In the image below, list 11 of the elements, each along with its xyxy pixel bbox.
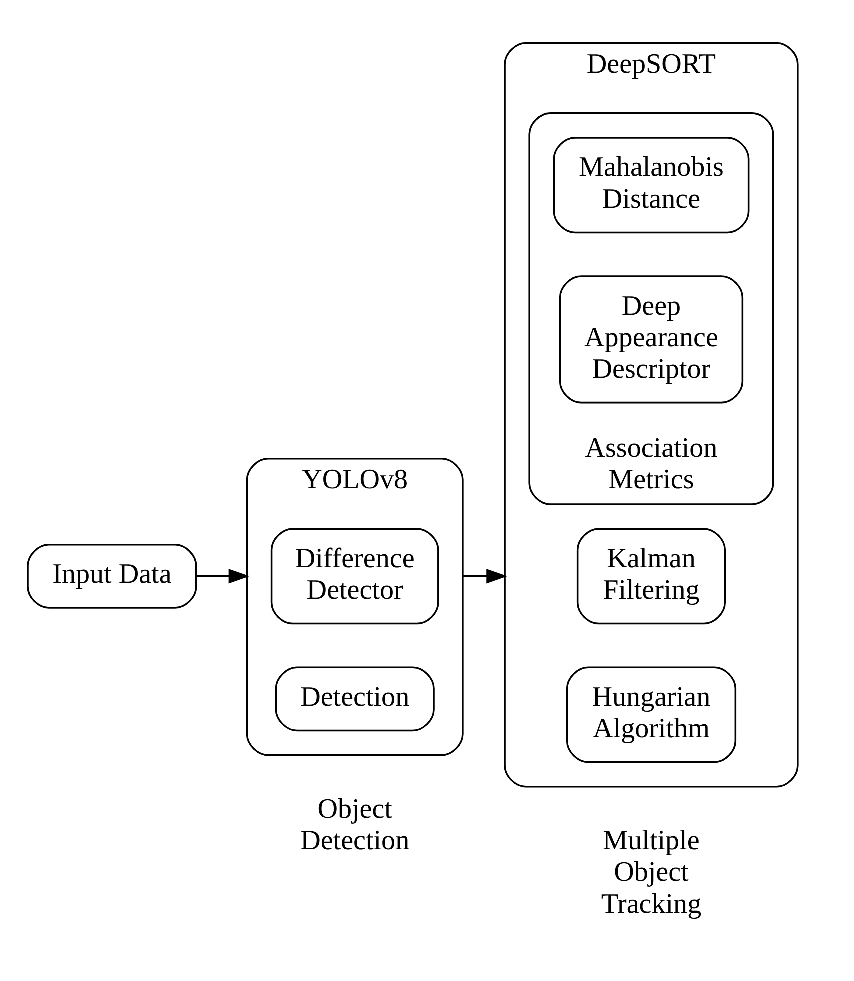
node-box: Mahalanobis Distance [553, 137, 750, 234]
node-label: Multiple Object Tracking [601, 826, 702, 920]
node-box: Difference Detector [270, 528, 440, 625]
arrow [462, 569, 508, 584]
arrow [197, 569, 250, 584]
node-label: Object Detection [300, 794, 410, 857]
node-box: Kalman Filtering [576, 528, 726, 625]
node-box: Hungarian Algorithm [566, 666, 737, 764]
node-box: Detection [275, 666, 435, 732]
node-box: Input Data [27, 544, 198, 609]
node-box: Deep Appearance Descriptor [559, 276, 744, 404]
